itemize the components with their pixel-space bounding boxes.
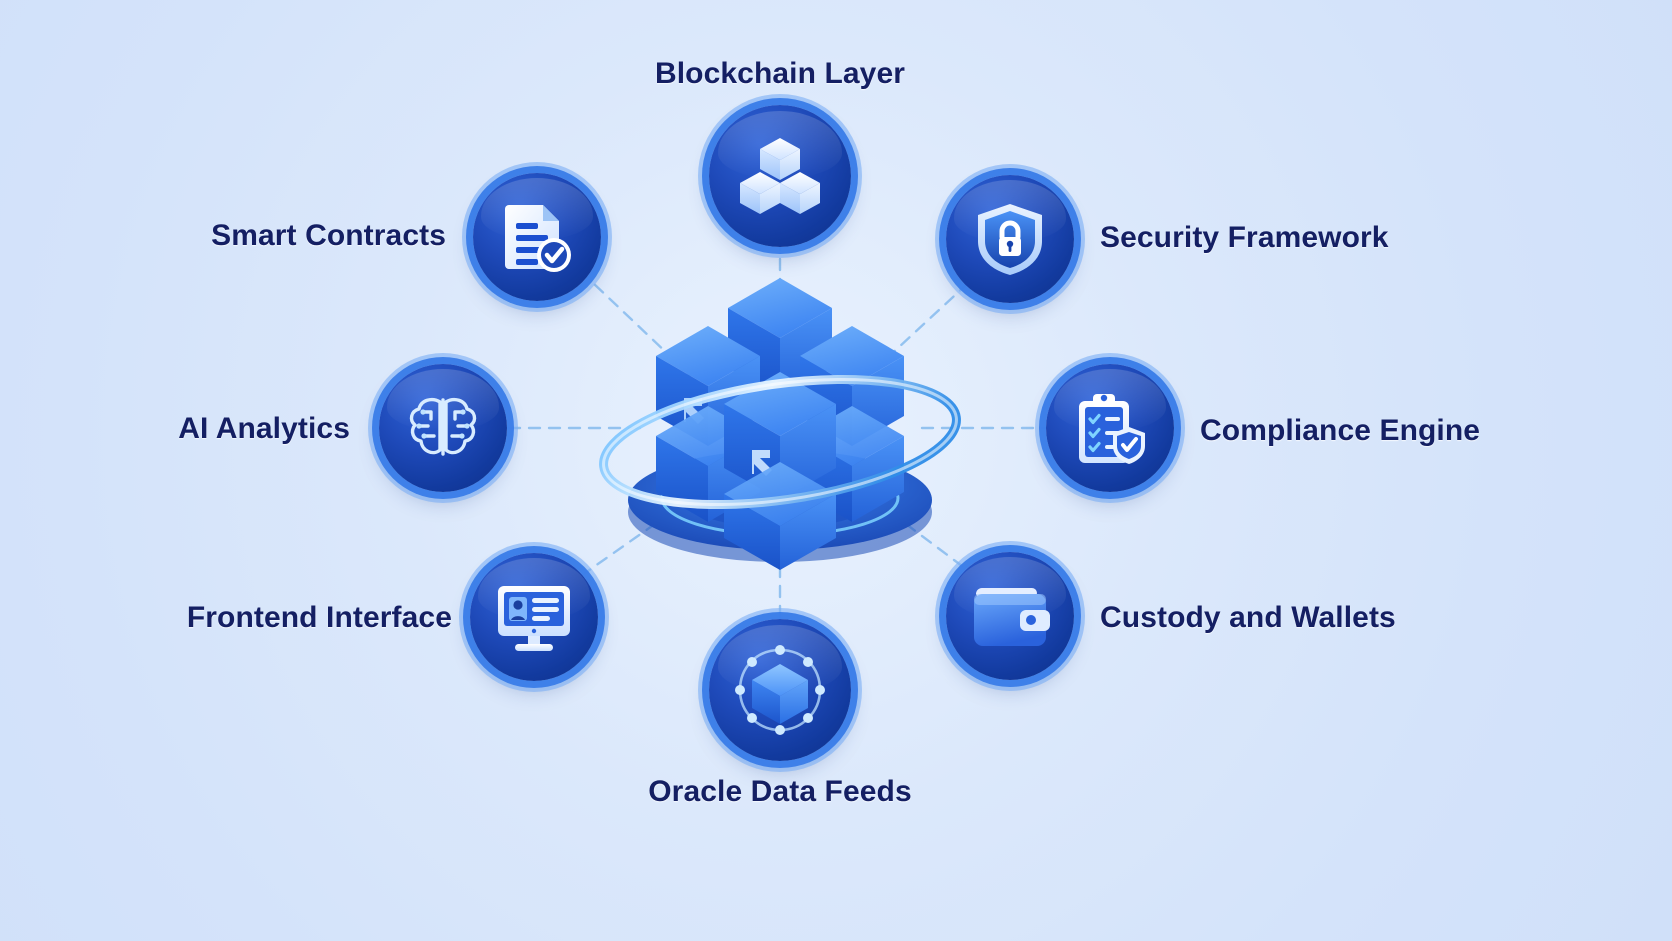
desktop-monitor-icon — [498, 586, 570, 651]
central-blockchain-hub — [560, 250, 1000, 590]
custody-wallets-badge[interactable] — [946, 552, 1074, 680]
security-framework-badge[interactable] — [946, 175, 1074, 303]
connector-custody-wallets — [888, 510, 964, 568]
node-security-framework[interactable] — [946, 175, 1074, 303]
node-smart-contracts[interactable] — [473, 173, 601, 301]
label-oracle-data-feeds: Oracle Data Feeds — [648, 775, 912, 808]
label-blockchain-layer: Blockchain Layer — [654, 57, 906, 90]
hub-orbital-ring — [599, 374, 961, 510]
shield-lock-icon — [978, 204, 1042, 275]
compliance-engine-badge[interactable] — [1046, 364, 1174, 492]
hub-cube-cluster — [656, 278, 904, 570]
contract-document-check-icon — [505, 205, 571, 272]
node-oracle-data-feeds[interactable] — [709, 619, 851, 761]
wallet-icon — [974, 588, 1050, 646]
ai-analytics-badge[interactable] — [379, 364, 507, 492]
clipboard-checklist-shield-icon — [1079, 394, 1145, 464]
cube-network-nodes-icon — [735, 645, 825, 735]
cubes-stack-icon — [740, 138, 820, 214]
node-frontend-interface[interactable] — [470, 553, 598, 681]
oracle-data-feeds-badge[interactable] — [709, 619, 851, 761]
node-blockchain-layer[interactable] — [709, 105, 851, 247]
node-custody-wallets[interactable] — [946, 552, 1074, 680]
smart-contracts-badge[interactable] — [473, 173, 601, 301]
label-security-framework: Security Framework — [1100, 221, 1389, 254]
blockchain-layer-badge[interactable] — [709, 105, 851, 247]
label-ai-analytics: AI Analytics — [178, 412, 350, 445]
frontend-interface-badge[interactable] — [470, 553, 598, 681]
node-compliance-engine[interactable] — [1046, 364, 1174, 492]
label-smart-contracts: Smart Contracts — [211, 219, 446, 252]
brain-circuit-icon — [409, 397, 477, 456]
label-frontend-interface: Frontend Interface — [186, 601, 452, 634]
label-compliance-engine: Compliance Engine — [1200, 414, 1481, 447]
label-custody-wallets: Custody and Wallets — [1100, 601, 1396, 634]
node-ai-analytics[interactable] — [379, 364, 507, 492]
